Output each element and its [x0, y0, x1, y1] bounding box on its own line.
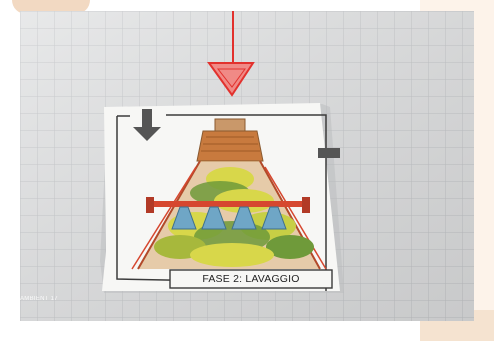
card-title: FASE 2: LAVAGGIO: [170, 270, 332, 288]
outlet-tab: [318, 148, 340, 158]
photo-caption: AMBIENT 17: [20, 296, 58, 302]
